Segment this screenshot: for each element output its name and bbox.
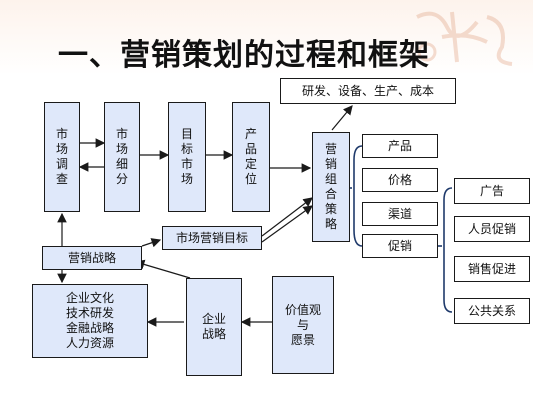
market-research-box: 市场调查 <box>44 102 80 212</box>
values-box: 价值观 与 愿景 <box>272 276 334 374</box>
product-label: 产品 <box>387 138 412 153</box>
target-market-box: 目标市场 <box>168 102 206 212</box>
market-segment-box: 市场细分 <box>104 102 140 212</box>
price-box: 价格 <box>362 168 438 192</box>
positioning-label: 产品定位 <box>244 127 257 186</box>
marketing-mix-label: 营销组合策略 <box>324 142 337 231</box>
corporate-item: 技术研发 <box>65 306 114 320</box>
advertising-label: 广告 <box>479 183 504 198</box>
values-line: 价值观 <box>284 302 321 317</box>
marketing-mix-box: 营销组合策略 <box>312 132 350 242</box>
advertising-box: 广告 <box>454 178 530 204</box>
market-goal-box: 市场营销目标 <box>162 226 262 250</box>
sales-promotion-label: 销售促进 <box>467 261 516 276</box>
corporate-strategy-label: 企业战略 <box>201 312 226 341</box>
price-label: 价格 <box>387 172 412 187</box>
personal-selling-box: 人员促销 <box>454 216 530 242</box>
sales-promotion-box: 销售促进 <box>454 256 530 282</box>
channel-box: 渠道 <box>362 202 438 226</box>
corporate-list-box: 企业文化 技术研发 金融战略 人力资源 <box>32 284 148 358</box>
public-relations-label: 公共关系 <box>467 303 516 318</box>
corporate-item: 金融战略 <box>65 321 114 335</box>
market-segment-label: 市场细分 <box>115 127 128 186</box>
research-label: 研发、设备、生产、成本 <box>301 83 434 98</box>
product-box: 产品 <box>362 134 438 158</box>
positioning-box: 产品定位 <box>232 102 270 212</box>
marketing-strategy-label: 营销战略 <box>67 250 116 265</box>
calligraphy-watermark-icon <box>416 11 513 66</box>
promotion-label: 促销 <box>387 238 412 253</box>
page-title: 一、营销策划的过程和框架 <box>58 38 430 73</box>
corporate-item: 企业文化 <box>65 291 114 305</box>
research-box: 研发、设备、生产、成本 <box>280 78 456 104</box>
corporate-strategy-box: 企业战略 <box>186 278 242 376</box>
market-goal-label: 市场营销目标 <box>175 230 248 245</box>
promotion-box: 促销 <box>362 234 438 258</box>
target-market-label: 目标市场 <box>180 127 193 186</box>
values-line: 愿景 <box>290 332 315 347</box>
marketing-strategy-box: 营销战略 <box>42 246 142 270</box>
public-relations-box: 公共关系 <box>454 298 530 324</box>
market-research-label: 市场调查 <box>55 127 68 186</box>
values-line: 与 <box>296 317 309 332</box>
header-background <box>0 0 533 75</box>
channel-label: 渠道 <box>387 206 412 221</box>
corporate-item: 人力资源 <box>65 336 114 350</box>
personal-selling-label: 人员促销 <box>467 221 516 236</box>
